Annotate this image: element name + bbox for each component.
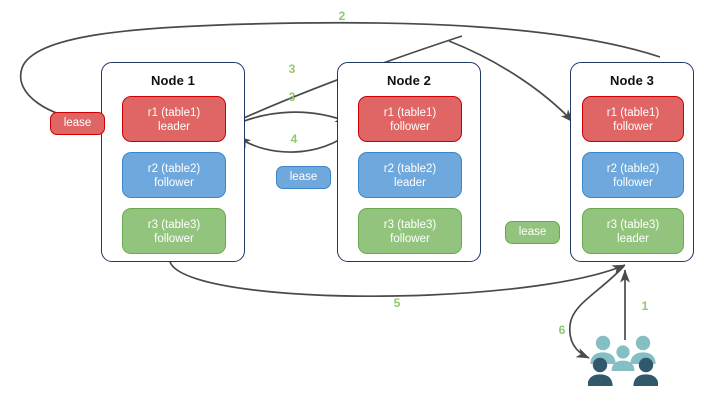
lease-badge-table1[interactable]: lease	[50, 112, 105, 135]
step-label-3-upper: 3	[288, 62, 296, 76]
node-2-replica-r2[interactable]: r2 (table2) leader	[358, 152, 462, 198]
node-1-replica-r2-role: follower	[154, 176, 194, 189]
node-3-replica-r2-name: r2 (table2)	[606, 162, 660, 175]
step-label-1: 1	[641, 299, 649, 313]
node-1-container: Node 1 r1 (table1) leader r2 (table2) fo…	[101, 62, 245, 262]
node-1-replica-r1[interactable]: r1 (table1) leader	[122, 96, 226, 142]
people-group-icon	[588, 335, 658, 386]
node-3-replica-r3-name: r3 (table3)	[606, 218, 660, 231]
node-3-replica-r3[interactable]: r3 (table3) leader	[582, 208, 684, 254]
node-1-replica-r3-role: follower	[154, 232, 194, 245]
step-label-5: 5	[393, 296, 401, 310]
node-2-replica-r2-name: r2 (table2)	[383, 162, 437, 175]
step-label-2: 2	[338, 9, 346, 23]
node-2-replica-r1-name: r1 (table1)	[383, 106, 437, 119]
node-2-replica-r1-role: follower	[390, 120, 430, 133]
step-label-3-lower: 3	[288, 90, 296, 104]
node-1-replica-r2[interactable]: r2 (table2) follower	[122, 152, 226, 198]
step-label-6: 6	[558, 323, 566, 337]
node-1-replica-r1-role: leader	[158, 120, 190, 133]
arrow-step-3-to-node2	[227, 111, 349, 129]
lease-badge-table3[interactable]: lease	[505, 221, 560, 244]
node-3-replica-r1[interactable]: r1 (table1) follower	[582, 96, 684, 142]
node-1-replica-r3-name: r3 (table3)	[147, 218, 201, 231]
node-2-replica-r2-role: leader	[394, 176, 426, 189]
node-2-container: Node 2 r1 (table1) follower r2 (table2) …	[337, 62, 481, 262]
lease-badge-table2[interactable]: lease	[276, 166, 331, 189]
node-3-title: Node 3	[610, 73, 654, 88]
node-2-title: Node 2	[387, 73, 431, 88]
node-1-title: Node 1	[151, 73, 195, 88]
node-2-replica-r3[interactable]: r3 (table3) follower	[358, 208, 462, 254]
node-3-container: Node 3 r1 (table1) follower r2 (table2) …	[570, 62, 694, 262]
node-1-replica-r1-name: r1 (table1)	[147, 106, 201, 119]
node-3-replica-r2[interactable]: r2 (table2) follower	[582, 152, 684, 198]
step-label-4: 4	[290, 132, 298, 146]
arrow-step-5	[169, 261, 626, 297]
node-1-replica-r3[interactable]: r3 (table3) follower	[122, 208, 226, 254]
node-3-replica-r3-role: leader	[617, 232, 649, 245]
node-2-replica-r3-name: r3 (table3)	[383, 218, 437, 231]
node-3-replica-r1-role: follower	[613, 120, 653, 133]
node-3-replica-r2-role: follower	[613, 176, 653, 189]
node-3-replica-r1-name: r1 (table1)	[606, 106, 660, 119]
node-1-replica-r2-name: r2 (table2)	[147, 162, 201, 175]
node-2-replica-r1[interactable]: r1 (table1) follower	[358, 96, 462, 142]
node-2-replica-r3-role: follower	[390, 232, 430, 245]
